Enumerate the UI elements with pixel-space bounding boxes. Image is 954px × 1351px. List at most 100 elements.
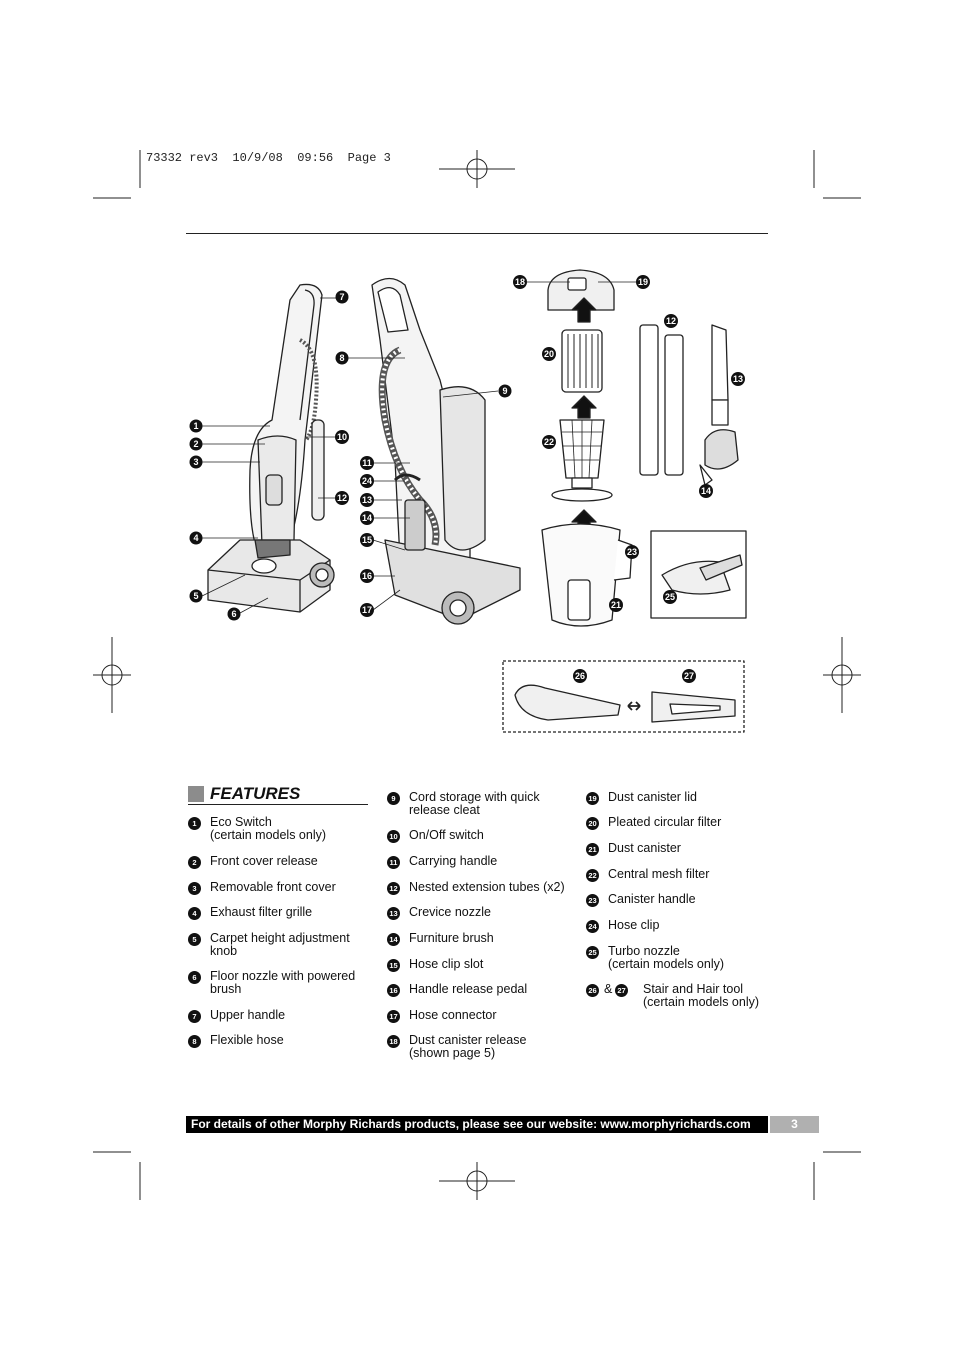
svg-text:6: 6 — [231, 609, 236, 619]
feature-label: Carpet height adjustment knob — [210, 931, 350, 958]
svg-text:3: 3 — [193, 457, 198, 467]
callout-badges: 1 2 3 4 5 6 7 8 9 10 12 11 24 13 14 15 1… — [189, 275, 745, 683]
svg-text:14: 14 — [362, 513, 372, 523]
svg-text:2: 2 — [193, 439, 198, 449]
footer-bar: For details of other Morphy Richards pro… — [186, 1116, 768, 1133]
feature-number: 9 — [387, 792, 400, 805]
feature-number: 11 — [387, 856, 400, 869]
feature-label: Upper handle — [210, 1008, 286, 1022]
feature-label: Canister handle — [608, 892, 696, 906]
svg-text:18: 18 — [515, 277, 525, 287]
feature-number: 20 — [586, 817, 599, 830]
feature-number: 1 — [188, 817, 201, 830]
svg-text:7: 7 — [339, 292, 344, 302]
ampersand: & — [604, 982, 613, 996]
svg-text:10: 10 — [337, 432, 347, 442]
feature-number: 15 — [387, 959, 400, 972]
feature-label: Hose connector — [409, 1008, 497, 1022]
feature-label: Carrying handle — [409, 854, 498, 868]
feature-number: 24 — [586, 920, 599, 933]
feature-number: 22 — [586, 869, 599, 882]
feature-label: Turbo nozzle (certain models only) — [608, 944, 725, 971]
svg-text:9: 9 — [502, 386, 507, 396]
svg-text:8: 8 — [339, 353, 344, 363]
footer-website-text: For details of other Morphy Richards pro… — [191, 1117, 751, 1131]
feature-number: 14 — [387, 933, 400, 946]
feature-label: Nested extension tubes (x2) — [409, 880, 565, 894]
dust-canister-exploded — [541, 269, 633, 627]
feature-number: 27 — [615, 984, 628, 997]
feature-number: 16 — [387, 984, 400, 997]
svg-text:16: 16 — [362, 571, 372, 581]
feature-label: Flexible hose — [210, 1033, 284, 1047]
feature-label: Exhaust filter grille — [210, 905, 313, 919]
features-heading: FEATURES — [188, 784, 368, 805]
features-title: FEATURES — [210, 784, 301, 803]
svg-text:13: 13 — [362, 495, 372, 505]
feature-label: Stair and Hair tool (certain models only… — [643, 982, 760, 1009]
feature-number: 18 — [387, 1035, 400, 1048]
svg-text:4: 4 — [193, 533, 198, 543]
svg-text:22: 22 — [544, 437, 554, 447]
feature-label: Removable front cover — [210, 880, 336, 894]
feature-label: Front cover release — [210, 854, 318, 868]
feature-number: 4 — [188, 907, 201, 920]
feature-label: On/Off switch — [409, 828, 484, 842]
print-header: 73332 rev3 10/9/08 09:56 Page 3 — [146, 151, 391, 165]
svg-text:11: 11 — [362, 458, 372, 468]
stair-hair-box — [502, 660, 745, 733]
svg-text:19: 19 — [638, 277, 648, 287]
feature-number: 12 — [387, 882, 400, 895]
feature-number: 3 — [188, 882, 201, 895]
features-square-icon — [188, 786, 204, 802]
feature-number: 25 — [586, 946, 599, 959]
page-number: 3 — [770, 1116, 819, 1133]
feature-number: 26 — [586, 984, 599, 997]
vacuum-rear-view — [371, 277, 521, 625]
feature-number: 7 — [188, 1010, 201, 1023]
svg-text:13: 13 — [733, 374, 743, 384]
header-rule — [186, 233, 768, 234]
feature-label: Crevice nozzle — [409, 905, 491, 919]
feature-number: 6 — [188, 971, 201, 984]
feature-number: 10 — [387, 830, 400, 843]
feature-label: Dust canister lid — [608, 790, 697, 804]
feature-number: 2 — [188, 856, 201, 869]
svg-text:15: 15 — [362, 535, 372, 545]
feature-label: Pleated circular filter — [608, 815, 722, 829]
feature-label: Central mesh filter — [608, 867, 710, 881]
feature-number: 23 — [586, 894, 599, 907]
svg-text:17: 17 — [362, 605, 372, 615]
feature-label: Handle release pedal — [409, 982, 528, 996]
feature-label: Hose clip slot — [409, 957, 484, 971]
svg-text:24: 24 — [362, 476, 372, 486]
svg-text:14: 14 — [701, 486, 711, 496]
svg-text:21: 21 — [611, 600, 621, 610]
svg-text:1: 1 — [193, 421, 198, 431]
feature-label: Cord storage with quick release cleat — [409, 790, 540, 817]
feature-label: Hose clip — [608, 918, 660, 932]
svg-text:5: 5 — [193, 591, 198, 601]
svg-text:23: 23 — [627, 547, 637, 557]
feature-number: 21 — [586, 843, 599, 856]
svg-text:26: 26 — [575, 671, 585, 681]
feature-number: 5 — [188, 933, 201, 946]
svg-text:12: 12 — [666, 316, 676, 326]
feature-label: Eco Switch (certain models only) — [210, 815, 327, 842]
extension-tubes — [639, 324, 739, 486]
feature-number: 17 — [387, 1010, 400, 1023]
feature-label: Floor nozzle with powered brush — [210, 969, 356, 996]
vacuum-front-view — [207, 283, 335, 613]
svg-text:20: 20 — [544, 349, 554, 359]
svg-text:25: 25 — [665, 592, 675, 602]
feature-label: Furniture brush — [409, 931, 494, 945]
svg-text:27: 27 — [684, 671, 694, 681]
feature-number: 8 — [188, 1035, 201, 1048]
feature-number: 19 — [586, 792, 599, 805]
svg-text:12: 12 — [337, 493, 347, 503]
feature-label: Dust canister release (shown page 5) — [409, 1033, 527, 1060]
feature-label: Dust canister — [608, 841, 681, 855]
feature-number: 13 — [387, 907, 400, 920]
